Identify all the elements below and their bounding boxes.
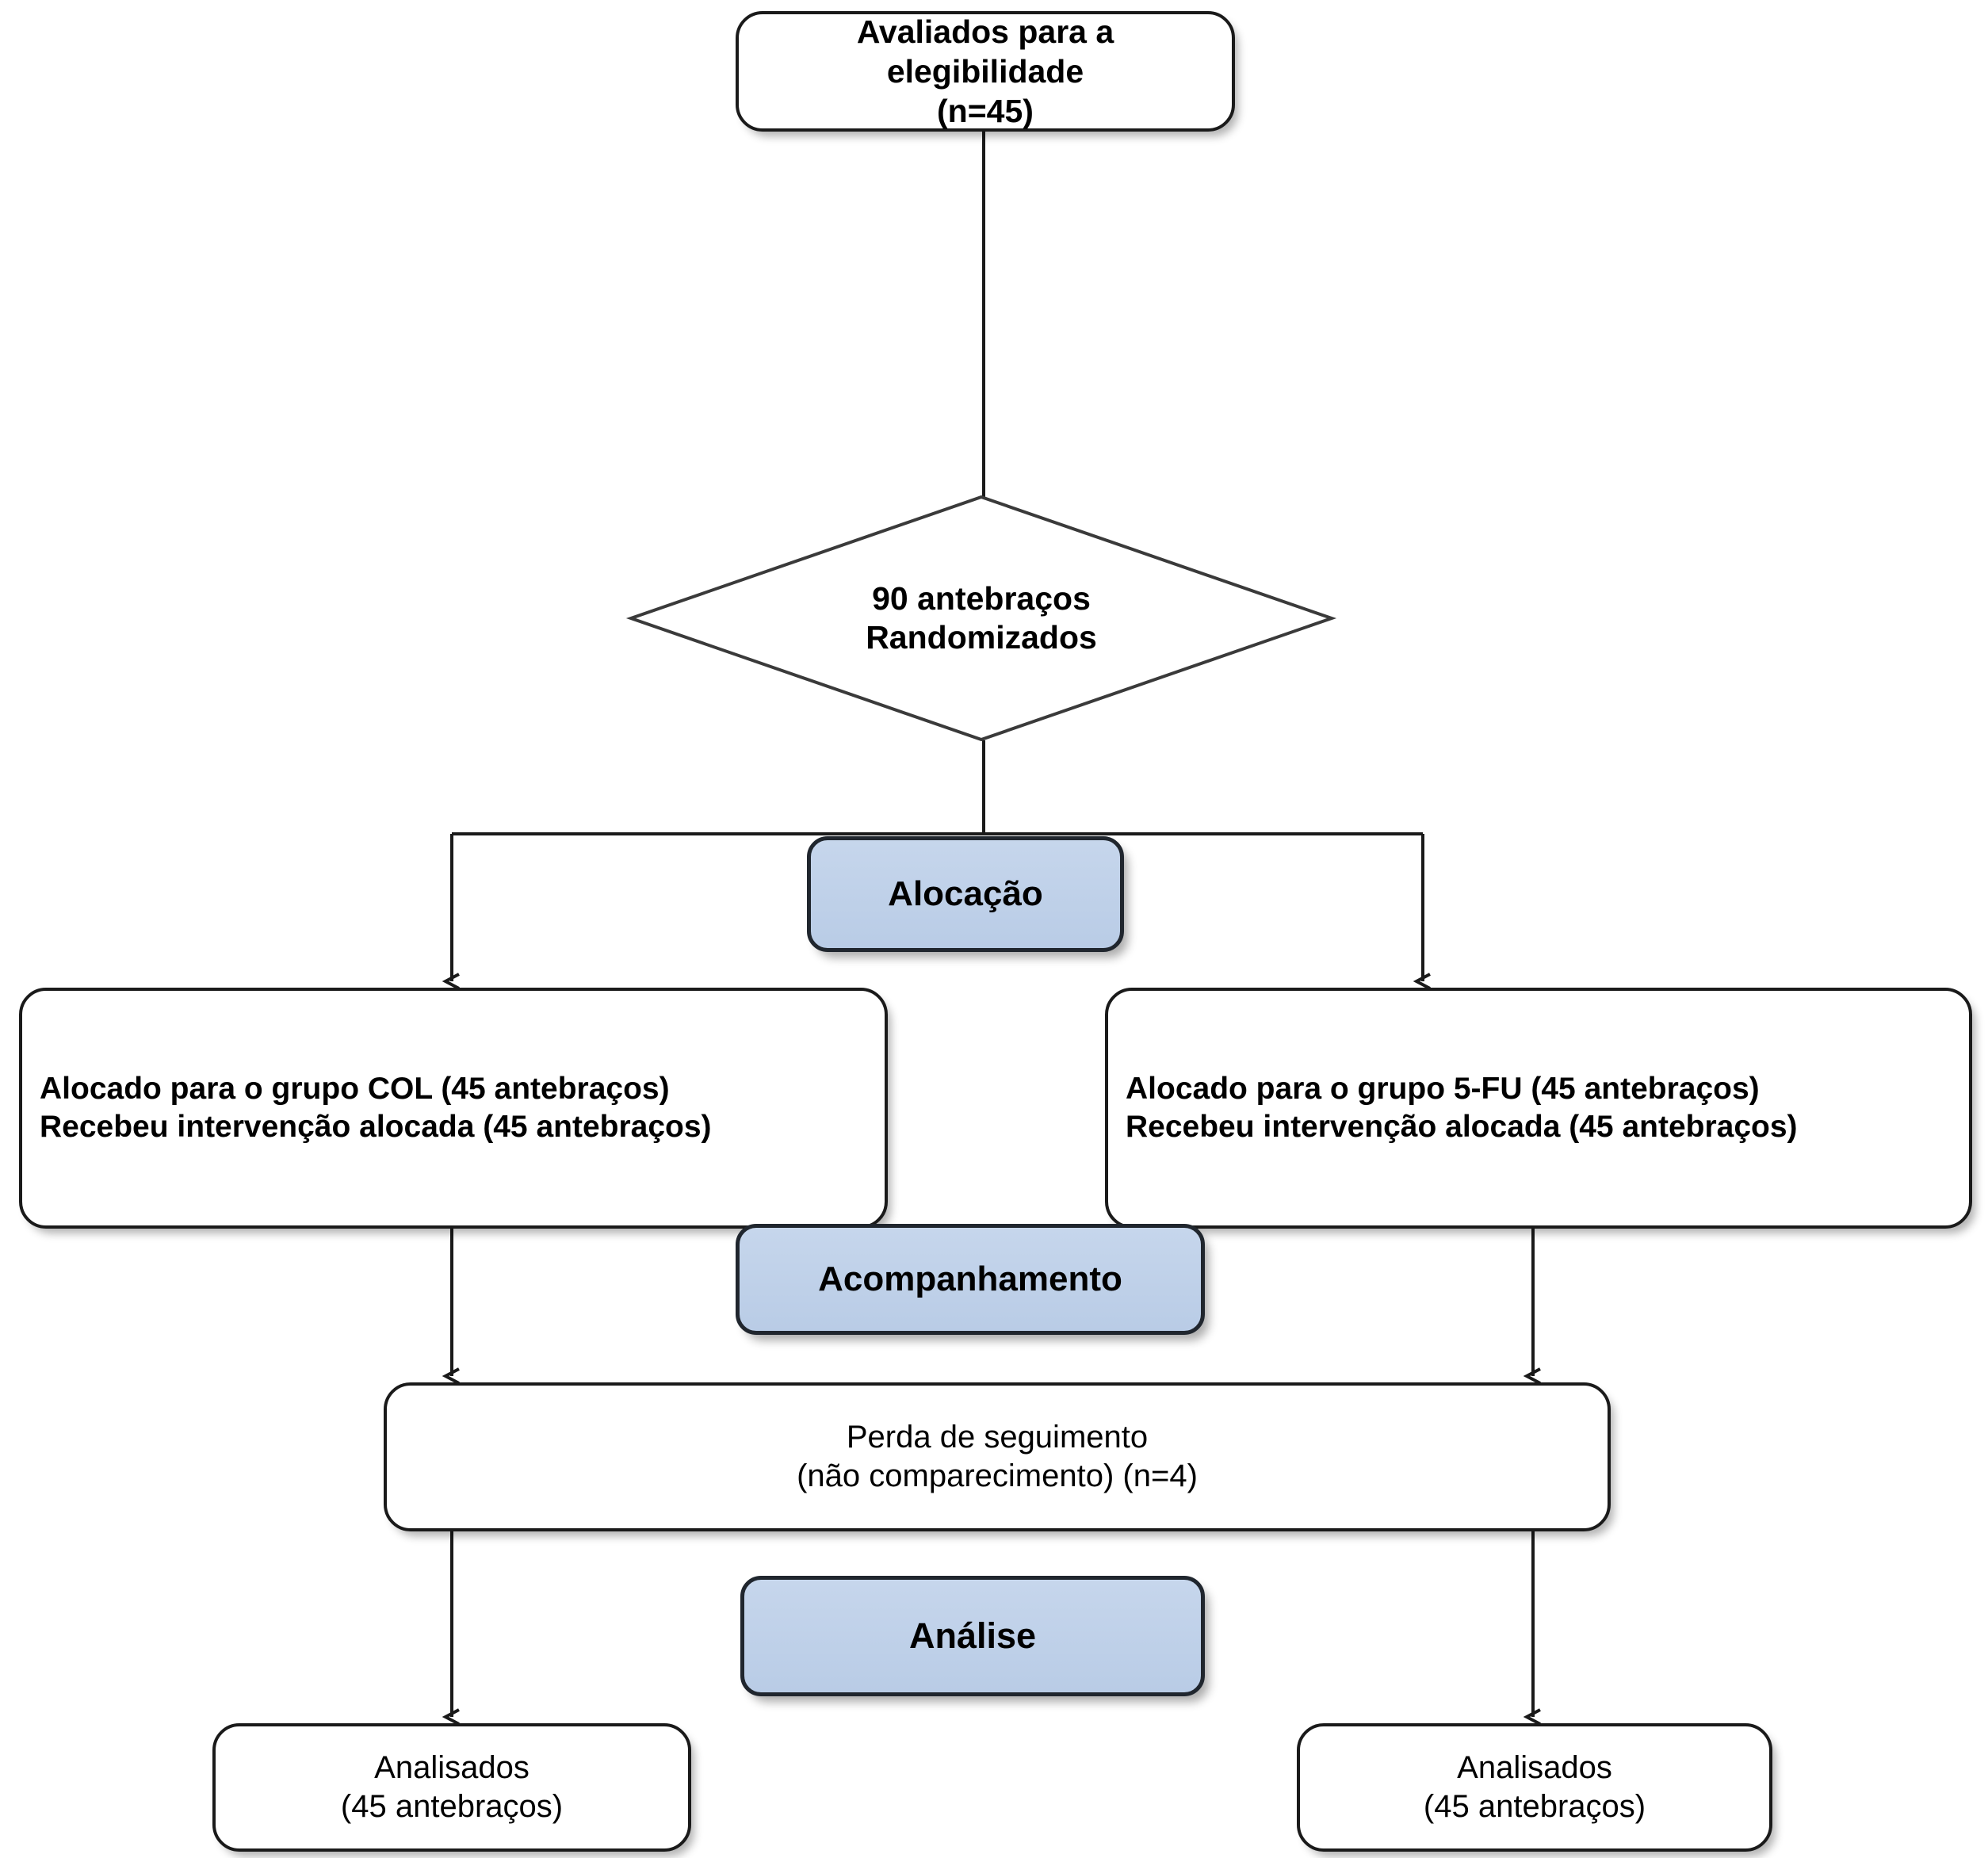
stage-banner-analysis: Análise <box>740 1576 1205 1696</box>
node-allocated-5fu: Alocado para o grupo 5-FU (45 antebraços… <box>1105 988 1972 1229</box>
node-randomization: 90 antebraços Randomizados <box>625 495 1337 742</box>
stage-banner-allocation: Alocação <box>807 836 1124 952</box>
node-assessed-for-eligibility: Avaliados para a elegibilidade (n=45) <box>736 11 1235 132</box>
stage-banner-analysis-label: Análise <box>908 1615 1037 1656</box>
node-allocated-col: Alocado para o grupo COL (45 antebraços)… <box>19 988 888 1229</box>
node-analysed-col-text: Analisados (45 antebraços) <box>340 1750 564 1824</box>
node-assessed-for-eligibility-text: Avaliados para a elegibilidade (n=45) <box>856 13 1114 130</box>
node-lost-to-followup-text: Perda de seguimento (não comparecimento)… <box>797 1420 1198 1493</box>
node-analysed-5fu: Analisados (45 antebraços) <box>1297 1723 1772 1852</box>
stage-banner-followup: Acompanhamento <box>736 1224 1205 1335</box>
stage-banner-allocation-label: Alocação <box>888 874 1043 913</box>
node-lost-to-followup: Perda de seguimento (não comparecimento)… <box>384 1382 1611 1531</box>
node-analysed-col: Analisados (45 antebraços) <box>212 1723 691 1852</box>
stage-banner-followup-label: Acompanhamento <box>818 1260 1122 1298</box>
node-allocated-col-text: Alocado para o grupo COL (45 antebraços)… <box>40 1072 712 1144</box>
node-analysed-5fu-text: Analisados (45 antebraços) <box>1423 1750 1646 1824</box>
node-allocated-5fu-text: Alocado para o grupo 5-FU (45 antebraços… <box>1126 1072 1798 1144</box>
